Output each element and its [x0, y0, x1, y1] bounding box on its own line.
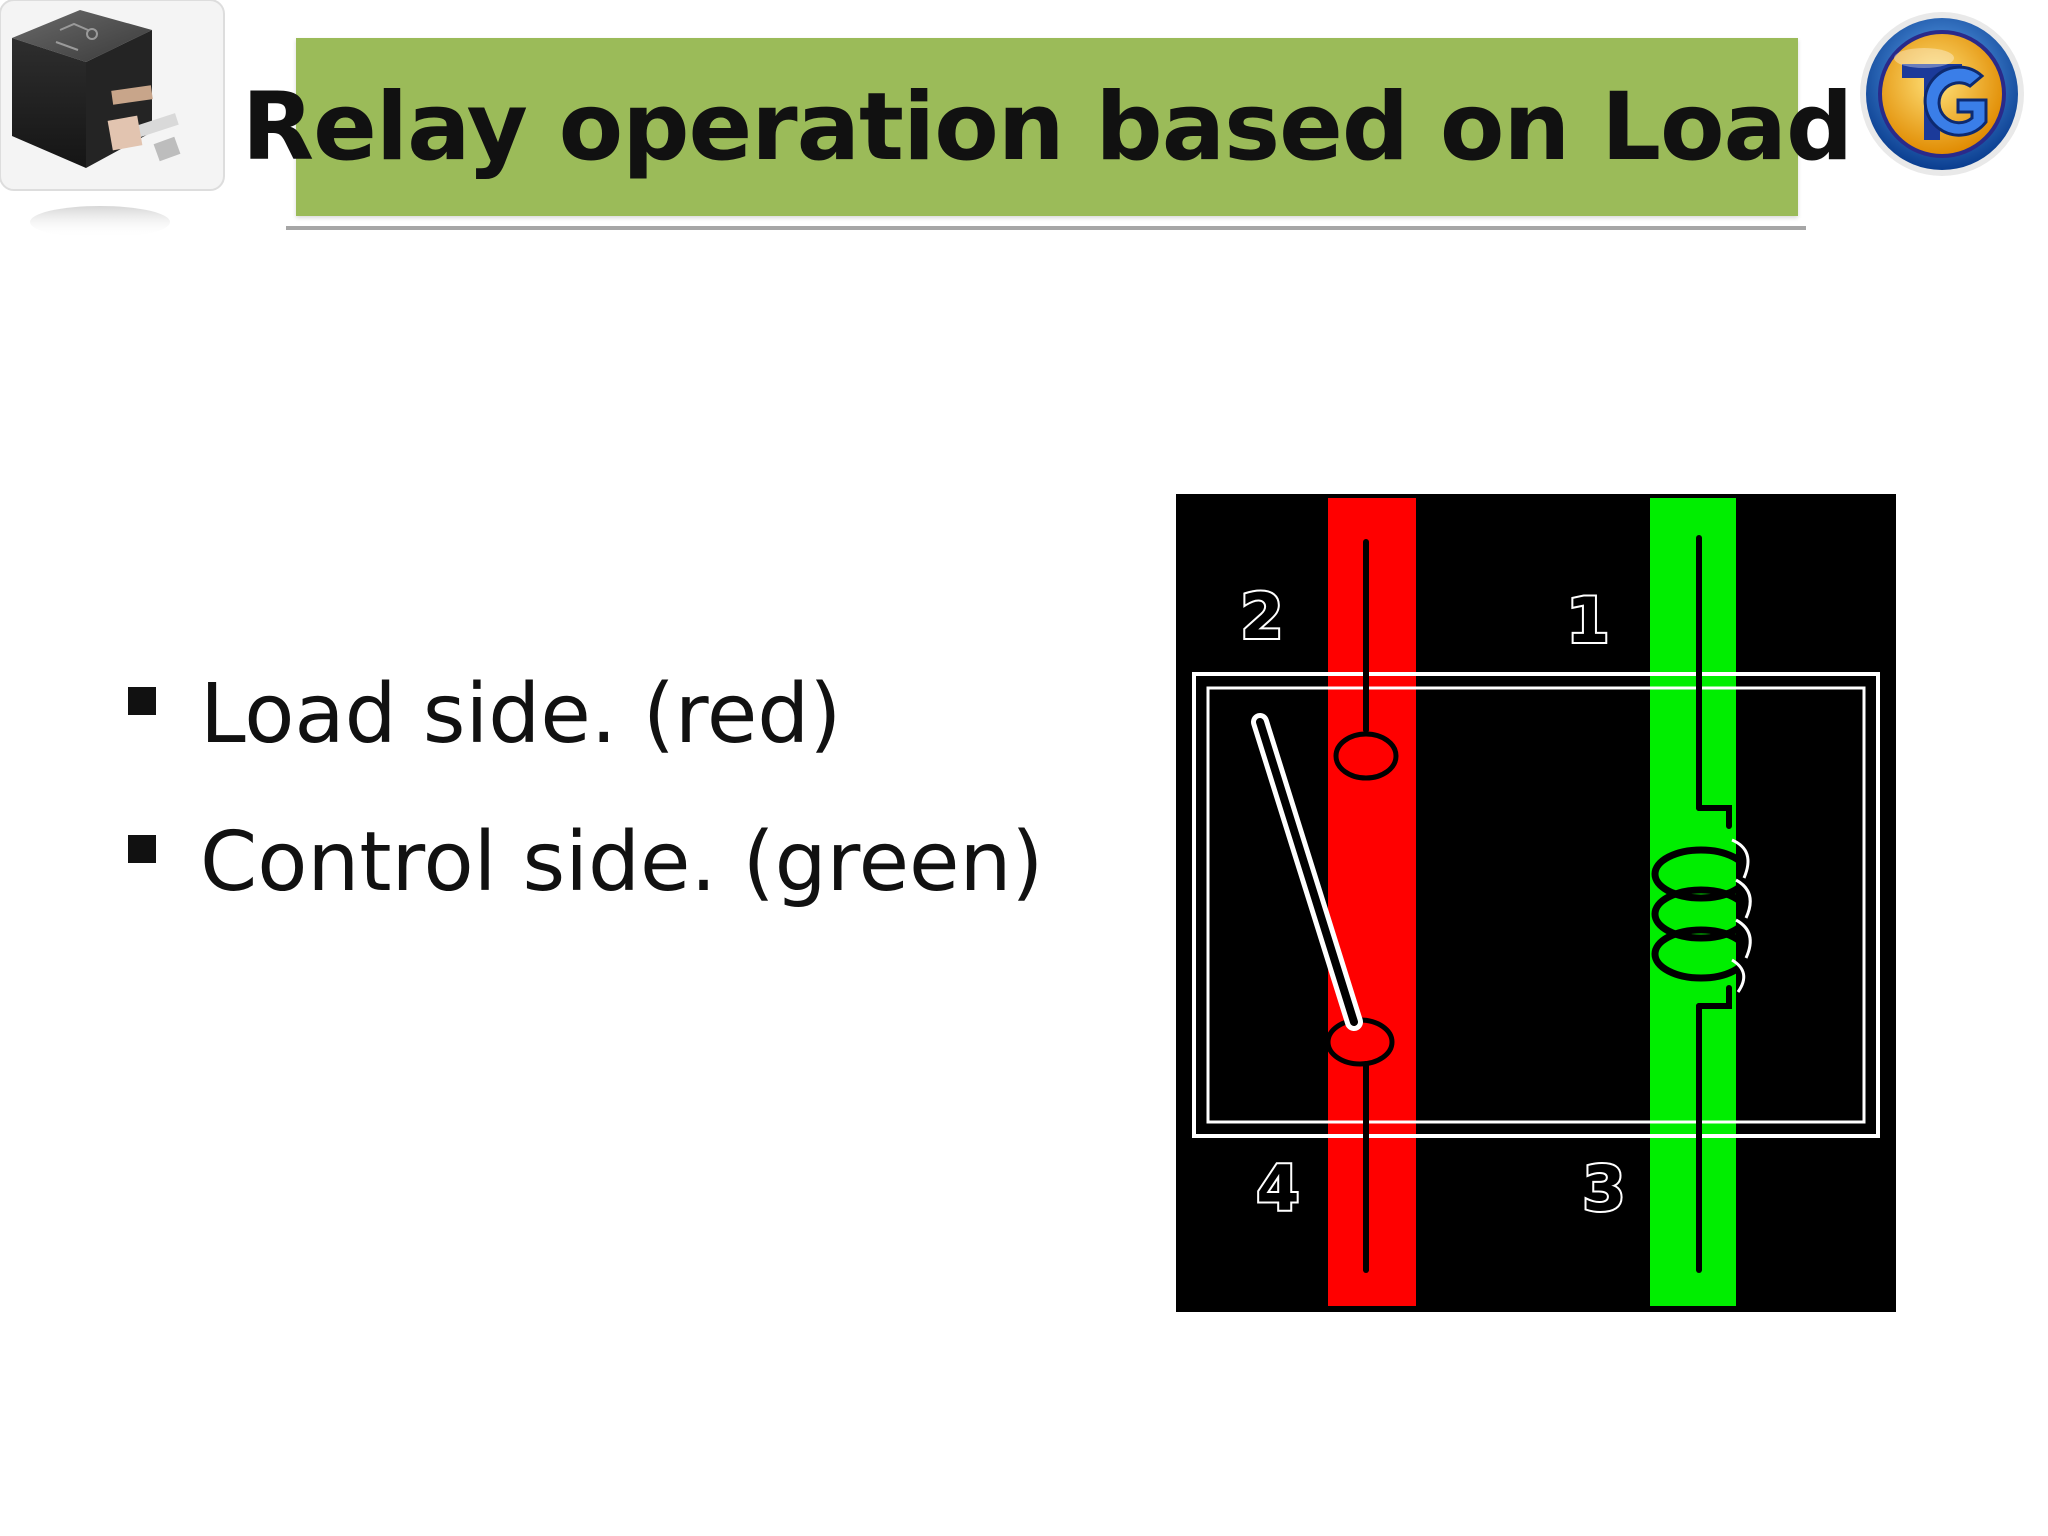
bullet-text: Load side. (red): [200, 666, 842, 762]
load-side-band: [1328, 498, 1416, 1306]
bullet-item-control-side: Control side. (green): [128, 788, 1128, 936]
slide-title: Relay operation based on Load: [241, 72, 1854, 182]
relay-schematic: 2 1 4 3: [1176, 494, 1896, 1312]
terminal-1-label: 1: [1566, 584, 1609, 657]
bullet-list: Load side. (red) Control side. (green): [128, 640, 1128, 936]
relay-housing: [1192, 672, 1880, 1138]
terminal-4-label: 4: [1256, 1152, 1299, 1225]
terminal-2-label: 2: [1240, 580, 1283, 653]
title-bar: Relay operation based on Load: [242, 38, 1853, 216]
switch-arm: [1251, 713, 1363, 1031]
square-bullet-icon: [128, 835, 156, 863]
coil-icon: [1651, 838, 1752, 993]
diagram-background: [1176, 494, 1896, 1312]
coil-circuit: [1696, 535, 1732, 1273]
tg-logo-icon: [1860, 12, 2024, 176]
title-banner: Relay operation based on Load: [242, 38, 1853, 230]
square-bullet-icon: [128, 687, 156, 715]
bullet-item-load-side: Load side. (red): [128, 640, 1128, 788]
terminal-3-label: 3: [1582, 1152, 1625, 1225]
relay-photo: [0, 0, 225, 238]
bullet-text: Control side. (green): [200, 814, 1044, 910]
title-underline: [286, 226, 1806, 230]
